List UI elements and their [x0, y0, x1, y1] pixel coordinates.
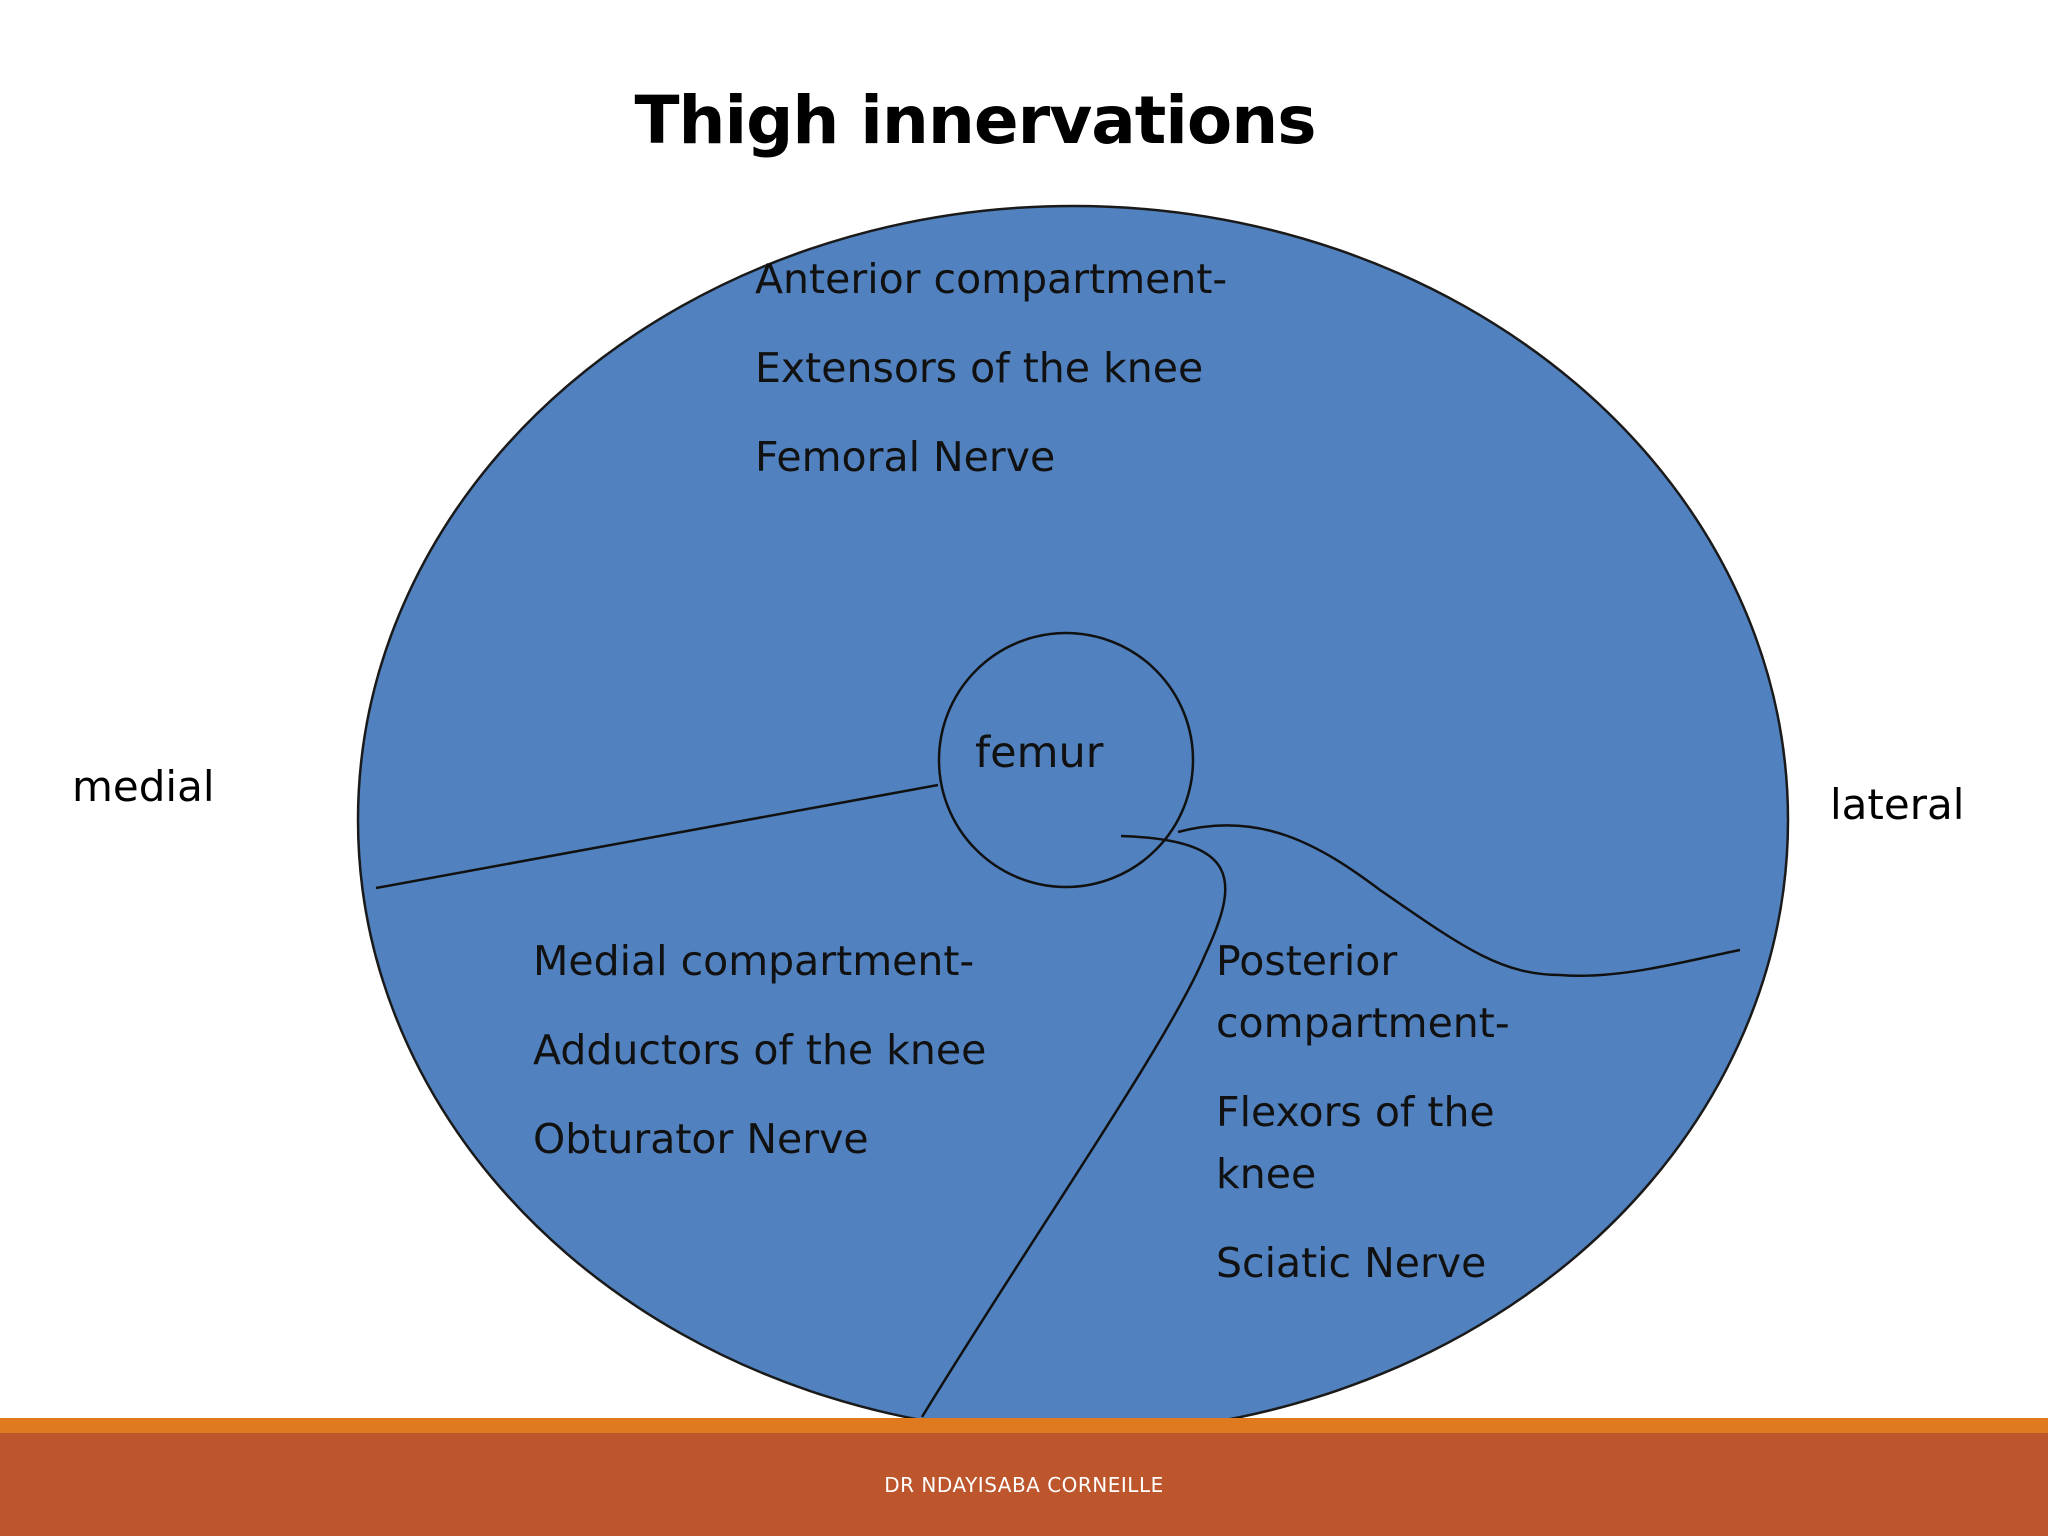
lateral-label: lateral	[1830, 780, 1965, 829]
medial-compartment-heading: Medial compartment-	[533, 937, 975, 985]
anterior-compartment-function: Extensors of the knee	[755, 344, 1204, 392]
posteromedial-septum-line	[920, 834, 1227, 1418]
lateral-septum-line	[1177, 824, 1741, 977]
medial-compartment-text: Medial compartment- Adductors of the kne…	[533, 930, 1093, 1197]
anterior-compartment-text: Anterior compartment- Extensors of the k…	[755, 248, 1315, 515]
medial-compartment-function: Adductors of the knee	[533, 1026, 987, 1074]
femur-label: femur	[975, 728, 1104, 778]
posterior-compartment-text: Posterior compartment- Flexors of the kn…	[1216, 930, 1546, 1321]
footer-author: DR NDAYISABA CORNEILLE	[884, 1473, 1164, 1497]
femur-circle	[937, 631, 1195, 889]
footer-band	[0, 1433, 2048, 1536]
posterior-compartment-heading: Posterior compartment-	[1216, 937, 1510, 1047]
medial-label: medial	[72, 762, 215, 811]
posterior-compartment-function: Flexors of the knee	[1216, 1088, 1495, 1198]
medial-compartment-nerve: Obturator Nerve	[533, 1115, 869, 1163]
anterior-compartment-heading: Anterior compartment-	[755, 255, 1228, 303]
medial-septum-line	[375, 783, 939, 890]
posterior-compartment-nerve: Sciatic Nerve	[1216, 1239, 1487, 1287]
slide-title: Thigh innervations	[634, 82, 1316, 159]
footer-accent-stripe	[0, 1418, 2048, 1433]
anterior-compartment-nerve: Femoral Nerve	[755, 433, 1056, 481]
